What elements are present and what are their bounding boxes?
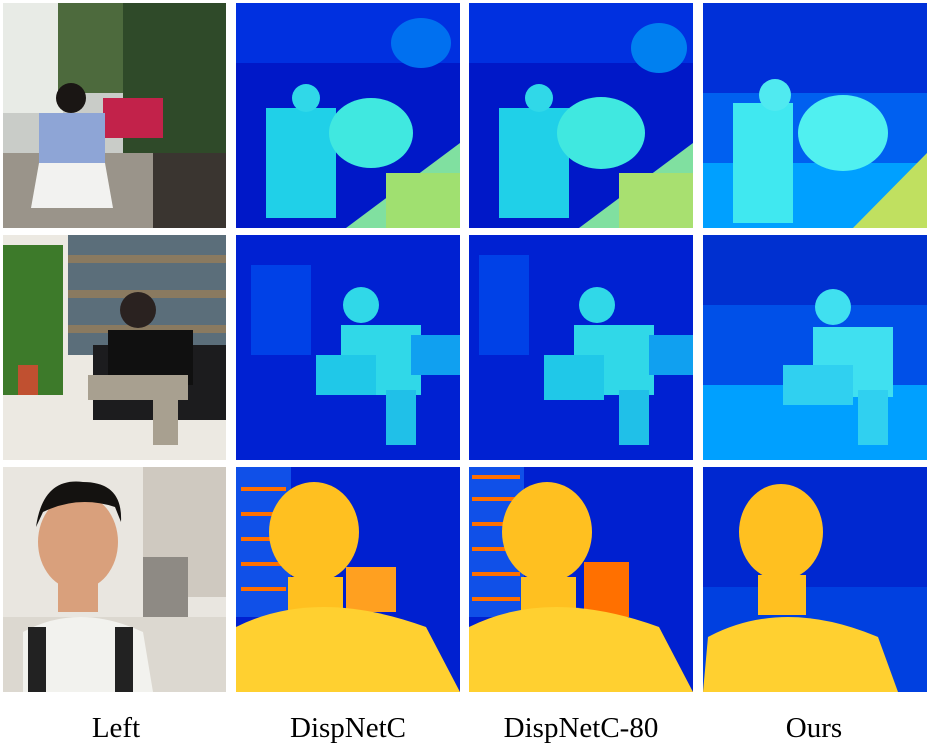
row2-ours-map [703, 235, 927, 460]
column-label-dispnetc-80: DispNetC-80 [503, 712, 659, 744]
row3-left-image [3, 467, 226, 692]
row2-dispnetc80-map [469, 235, 693, 460]
row3-ours-map [703, 467, 927, 692]
row1-dispnetc80-map [469, 3, 693, 228]
comparison-figure [3, 3, 927, 692]
column-label-ours: Ours [785, 712, 843, 744]
row2-left-image [3, 235, 226, 460]
column-label-dispnetc: DispNetC [290, 712, 406, 744]
column-labels: Left DispNetC DispNetC-80 Ours [0, 706, 929, 753]
row3-dispnetc80-map [469, 467, 693, 692]
row1-ours-map [703, 3, 927, 228]
row1-dispnetc-map [236, 3, 460, 228]
row2-dispnetc-map [236, 235, 460, 460]
column-label-left: Left [91, 712, 141, 744]
row3-dispnetc-map [236, 467, 460, 692]
row1-left-image [3, 3, 226, 228]
